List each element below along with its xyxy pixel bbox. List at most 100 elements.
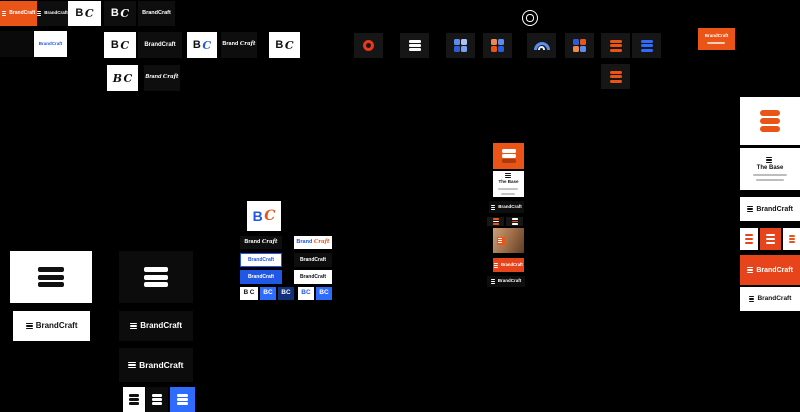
circle-icon: [363, 40, 374, 51]
brand-mark-tile-orange[interactable]: [493, 143, 524, 169]
logo-text: BrandCraft: [299, 256, 327, 263]
bars-logo: [129, 394, 139, 405]
bars-logo-icon: [490, 279, 495, 284]
logo-text: BrandCraft: [500, 261, 523, 267]
photo-logo-badge: [497, 236, 505, 245]
bars-logo: [609, 39, 622, 52]
brand-mark-chip-orange[interactable]: [760, 228, 781, 250]
brand-card-tile[interactable]: The Base: [740, 148, 800, 190]
bars-logo: [152, 394, 162, 405]
wordmark-tile-dark[interactable]: BrandCraft: [138, 1, 175, 26]
logo-text: BrandCraft: [144, 42, 176, 48]
brand-card-tile-small[interactable]: The Base: [493, 171, 524, 197]
wordmark-tile-blue[interactable]: BrandCraft: [240, 270, 282, 284]
icon-tile-bars[interactable]: [400, 33, 429, 58]
wordmark-tile-outline-blue[interactable]: BrandCraft: [240, 253, 282, 267]
monogram-chip-light-blue[interactable]: BC: [298, 287, 314, 300]
wordmark-tile-light[interactable]: BrandCraft: [740, 197, 800, 221]
logo-text: C: [284, 38, 294, 52]
wordmark-tile-dark[interactable]: BrandCraft: [138, 32, 182, 58]
logo-text: BrandCraft: [140, 321, 182, 330]
brand-mark-chip-small[interactable]: [783, 228, 800, 250]
concentric-circle-icon[interactable]: [521, 9, 539, 27]
wordmark-tile-light-blue[interactable]: BrandCraft: [34, 31, 67, 57]
logo-text: BrandCraft: [299, 273, 327, 280]
brand-mark-chip-blue[interactable]: [170, 387, 195, 412]
brand-mark-chip-light[interactable]: [740, 228, 758, 250]
bars-logo: [760, 110, 780, 132]
wordmark-tile-dark[interactable]: BrandCraft: [37, 1, 68, 26]
logo-text: Craft: [261, 238, 278, 245]
icon-tile-color-blocks[interactable]: [565, 33, 594, 58]
empty-tile-dark[interactable]: [0, 31, 33, 57]
logo-text: BrandCraft: [139, 359, 184, 370]
logo-text: C: [84, 7, 94, 20]
icon-tile-blue-mark[interactable]: [632, 33, 661, 58]
bars-logo: [609, 70, 622, 83]
bars-logo-icon: [25, 323, 33, 329]
monogram-chip-blue[interactable]: BC: [260, 287, 276, 300]
wordmark-tile-dark-large[interactable]: BrandCraft: [119, 348, 193, 382]
monogram-chip-blue[interactable]: BC: [316, 287, 332, 300]
wordmark-tile-dark[interactable]: BrandCraft: [294, 253, 332, 267]
monogram-chip-navy[interactable]: BC: [278, 287, 294, 300]
brand-mark-tile-light-large[interactable]: [10, 251, 92, 303]
placeholder-line: [753, 174, 787, 176]
rainbow-arc-icon: [533, 41, 550, 50]
wordmark-tile-light[interactable]: BrandCraft: [740, 287, 800, 311]
photo-mockup-tile[interactable]: [493, 228, 524, 253]
icon-tile-orange-mark[interactable]: [601, 33, 630, 58]
concentric-circle-icon: [522, 10, 538, 26]
wordmark-tile-red-small[interactable]: BrandCraft: [493, 258, 524, 272]
brand-mark-chip-dark[interactable]: [146, 387, 168, 412]
logo-text: B: [112, 71, 123, 85]
wordmark-tile-dark-small[interactable]: BrandCraft: [487, 276, 525, 287]
logo-text: BC: [281, 289, 291, 297]
logo-text: BrandCraft: [498, 203, 522, 209]
icon-tile-red-circle[interactable]: [354, 33, 383, 58]
logo-text: C: [120, 7, 130, 20]
bars-logo-icon: [498, 238, 503, 243]
bars-logo-icon: [491, 204, 496, 210]
icon-tile-orange-blue-grid[interactable]: [483, 33, 512, 58]
mark-chip-dark[interactable]: [487, 217, 504, 226]
logo-text: Brand: [296, 238, 313, 245]
bars-logo: [492, 218, 499, 225]
wordmark-tile-light-large[interactable]: BrandCraft: [13, 311, 90, 341]
card-title: The Base: [498, 179, 519, 185]
wordmark-tile-light[interactable]: BrandCraft: [294, 270, 332, 284]
logo-text: Craft: [162, 74, 179, 81]
logo-text: BC: [319, 289, 329, 297]
mark-chip-dark[interactable]: [506, 217, 523, 226]
wordmark-tile-dark-small[interactable]: BrandCraft: [489, 201, 524, 213]
brand-mark-chip-light[interactable]: [123, 387, 145, 412]
brand-mark-tile-dark-large[interactable]: [119, 251, 193, 303]
wordmark-tile-orange[interactable]: BrandCraft: [0, 1, 37, 26]
wordmark-tile-dark-large[interactable]: BrandCraft: [119, 311, 193, 341]
bars-logo: [640, 39, 653, 52]
icon-tile-rainbow-arc[interactable]: [527, 33, 556, 58]
badge-tile-orange[interactable]: BrandCraft: [698, 28, 735, 50]
bars-logo: [788, 234, 795, 244]
brand-mark-tile-light[interactable]: [740, 97, 800, 145]
icon-tile-orange-mark[interactable]: [601, 64, 630, 89]
bars-logo-icon: [130, 323, 138, 329]
logo-text: BrandCraft: [247, 273, 275, 280]
icon-tile-blue-grid[interactable]: [446, 33, 475, 58]
logo-text: Craft: [239, 41, 256, 48]
bars-logo-icon: [37, 11, 42, 16]
wordmark-tile-red[interactable]: BrandCraft: [740, 255, 800, 285]
